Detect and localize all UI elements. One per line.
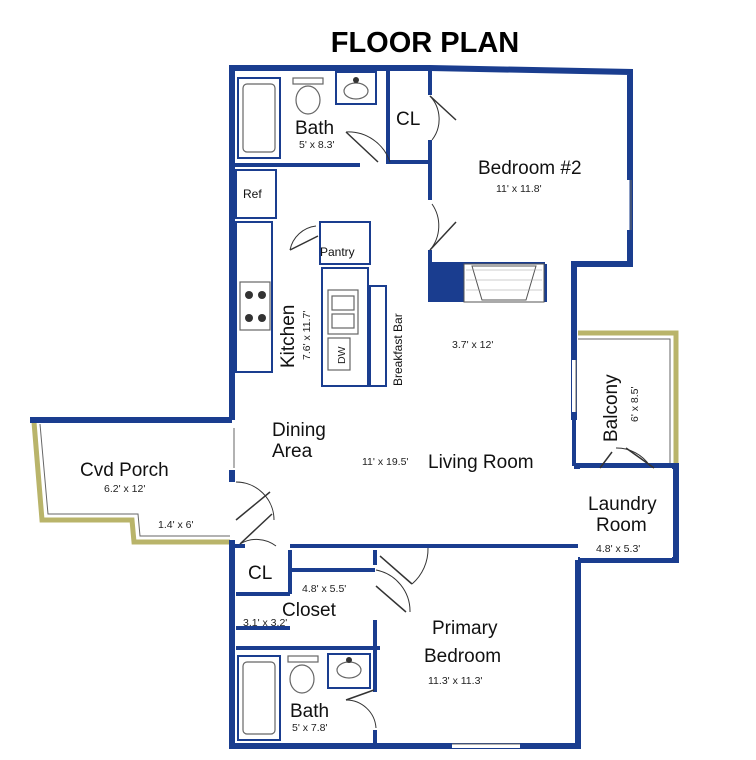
closet-size: 4.8' x 5.5' xyxy=(302,583,346,595)
bath-bottom-label: Bath xyxy=(290,701,329,722)
kitchen-label: Kitchen xyxy=(278,305,299,368)
balcony-rail xyxy=(578,330,679,468)
exterior-walls xyxy=(30,65,679,749)
living-room-label: Living Room xyxy=(428,452,534,473)
laundry-area xyxy=(580,468,672,558)
dining-label-line2: Area xyxy=(272,441,313,462)
bedroom2-size: 11' x 11.8' xyxy=(496,183,542,195)
primary-bedroom-label-line2: Bedroom xyxy=(424,646,501,667)
dishwasher-label: DW xyxy=(336,346,348,364)
ref-label: Ref xyxy=(243,187,262,201)
closet-left-label: CL xyxy=(248,563,272,584)
bath-top-size: 5' x 8.3' xyxy=(299,139,335,151)
breakfast-bar-label: Breakfast Bar xyxy=(391,313,405,386)
dining-label-line1: Dining xyxy=(272,420,326,441)
porch-label: Cvd Porch xyxy=(80,460,169,481)
bath-top-label: Bath xyxy=(295,118,334,139)
bedroom2-label: Bedroom #2 xyxy=(478,158,582,179)
balcony-label: Balcony xyxy=(601,374,622,442)
fireplace-area-size: 3.7' x 12' xyxy=(452,339,493,351)
laundry-size: 4.8' x 5.3' xyxy=(596,543,640,555)
pantry-label: Pantry xyxy=(320,245,355,259)
covered-porch-rail xyxy=(31,421,230,545)
laundry-label-line1: Laundry xyxy=(588,494,657,515)
bottom-bath-fixtures xyxy=(237,653,371,741)
kitchen-size: 7.6' x 11.7' xyxy=(301,311,313,360)
fireplace xyxy=(428,263,545,303)
balcony-size: 6' x 8.5' xyxy=(629,386,641,422)
closet-label: Closet xyxy=(282,600,337,621)
closet-top-label: CL xyxy=(396,109,420,130)
windows xyxy=(230,180,632,748)
top-bath-fixtures xyxy=(237,71,377,159)
kitchen-fixtures xyxy=(235,169,387,387)
porch-size-2: 1.4' x 6' xyxy=(158,519,194,531)
living-size: 11' x 19.5' xyxy=(362,456,408,468)
porch-size: 6.2' x 12' xyxy=(104,483,145,495)
primary-bedroom-label-line1: Primary xyxy=(432,618,498,639)
doors xyxy=(235,95,655,729)
bath-bottom-size: 5' x 7.8' xyxy=(292,722,328,734)
primary-bedroom-size: 11.3' x 11.3' xyxy=(428,675,482,687)
page-title: FLOOR PLAN xyxy=(331,27,520,59)
closet-size-2: 3.1' x 3.2' xyxy=(243,617,287,629)
laundry-label-line2: Room xyxy=(596,515,647,536)
